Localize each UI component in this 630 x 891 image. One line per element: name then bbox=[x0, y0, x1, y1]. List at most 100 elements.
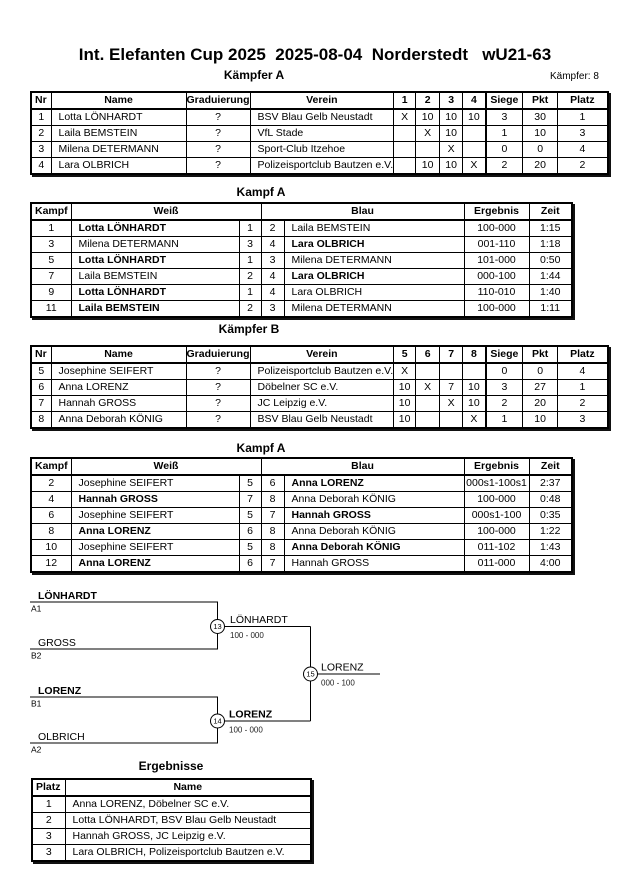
cell-verein: Polizeisportclub Bautzen e.V. bbox=[249, 362, 395, 380]
cell-weiss-name: Milena DETERMANN bbox=[70, 236, 240, 253]
cell-ergebnis: 100-000 bbox=[463, 491, 530, 508]
col-header-nr: Nr bbox=[30, 91, 52, 110]
cell-name: Josephine SEIFERT bbox=[50, 362, 187, 380]
cell-zeit: 1:15 bbox=[528, 219, 573, 237]
table-row: 8 Anna LORENZ 6 8 Anna Deborah KÖNIG 100… bbox=[30, 523, 573, 540]
bracket-winner-13: LÖNHARDT bbox=[230, 614, 288, 626]
col-header-kampf: Kampf bbox=[30, 457, 72, 476]
table-row: 3 Hannah GROSS, JC Leipzig e.V. bbox=[31, 828, 312, 845]
cell-blau-nr: 2 bbox=[260, 219, 285, 237]
bracket-winner-14: LORENZ bbox=[229, 709, 273, 721]
cell-match-1 bbox=[393, 157, 417, 175]
table-row: 5 Lotta LÖNHARDT 1 3 Milena DETERMANN 10… bbox=[30, 252, 573, 269]
col-header-weiss: Weiß bbox=[70, 202, 262, 221]
kampf-a1-table: Kampf Weiß Blau Ergebnis Zeit 1 Lotta LÖ… bbox=[30, 202, 573, 318]
cell-siege: 2 bbox=[484, 395, 524, 412]
cell-nr: 8 bbox=[30, 411, 52, 429]
cell-blau-nr: 3 bbox=[260, 252, 285, 269]
cell-weiss-nr: 5 bbox=[238, 539, 262, 556]
cell-match-4: X bbox=[462, 157, 487, 175]
cell-weiss-nr: 6 bbox=[238, 555, 262, 573]
page-title: Int. Elefanten Cup 2025 2025-08-04 Norde… bbox=[78, 45, 552, 64]
cell-match-7: 7 bbox=[439, 379, 464, 396]
cell-match-5: 10 bbox=[393, 379, 417, 396]
cell-nr: 4 bbox=[30, 157, 52, 175]
cell-weiss-nr: 1 bbox=[238, 252, 262, 269]
cell-zeit: 2:37 bbox=[528, 474, 573, 492]
match-number-circle bbox=[210, 619, 225, 634]
bracket-winner-15: LORENZ bbox=[321, 662, 364, 674]
cell-platz: 3 bbox=[31, 844, 66, 862]
cell-zeit: 0:48 bbox=[528, 491, 573, 508]
cell-match-8: 10 bbox=[462, 379, 487, 396]
cell-match-2: 10 bbox=[415, 157, 441, 175]
cell-weiss-name: Josephine SEIFERT bbox=[70, 507, 240, 524]
cell-match-1: X bbox=[393, 108, 417, 126]
cell-pkt: 0 bbox=[522, 141, 559, 158]
cell-graduierung: ? bbox=[185, 379, 251, 396]
cell-match-3: X bbox=[439, 141, 464, 158]
table-row: 2 Josephine SEIFERT 5 6 Anna LORENZ 000s… bbox=[30, 474, 573, 492]
cell-zeit: 1:22 bbox=[528, 523, 573, 540]
cell-siege: 2 bbox=[484, 157, 524, 175]
cell-platz: 2 bbox=[31, 812, 66, 829]
cell-verein: Döbelner SC e.V. bbox=[249, 379, 395, 396]
cell-platz: 2 bbox=[557, 395, 609, 412]
cell-blau-nr: 7 bbox=[260, 507, 285, 524]
table-row: 4 Hannah GROSS 7 8 Anna Deborah KÖNIG 10… bbox=[30, 491, 573, 508]
cell-name: Milena DETERMANN bbox=[50, 141, 187, 158]
cell-weiss-nr: 5 bbox=[238, 474, 262, 492]
finals-bracket: LÖNHARDT A1 GROSS B2 LORENZ B1 OLBRICH A… bbox=[30, 589, 380, 755]
cell-blau-name: Hannah GROSS bbox=[283, 555, 465, 573]
cell-blau-nr: 7 bbox=[260, 555, 285, 573]
cell-weiss-name: Lotta LÖNHARDT bbox=[70, 219, 240, 237]
cell-pkt: 0 bbox=[522, 362, 559, 380]
cell-ergebnis: 000-100 bbox=[463, 268, 530, 285]
match-number-circle bbox=[210, 713, 225, 729]
bracket-seed-semi2-top: B1 bbox=[31, 699, 42, 709]
col-header-5: 5 bbox=[393, 345, 417, 364]
cell-weiss-name: Hannah GROSS bbox=[70, 491, 240, 508]
cell-graduierung: ? bbox=[185, 362, 251, 380]
cell-weiss-nr: 6 bbox=[238, 523, 262, 540]
cell-verein: Sport-Club Itzehoe bbox=[249, 141, 395, 158]
cell-name: Laila BEMSTEIN bbox=[50, 125, 187, 142]
cell-match-1 bbox=[393, 125, 417, 142]
col-header-pkt: Pkt bbox=[522, 345, 559, 364]
cell-match-7: X bbox=[439, 395, 464, 412]
cell-blau-name: Anna Deborah KÖNIG bbox=[283, 491, 465, 508]
cell-verein: JC Leipzig e.V. bbox=[249, 395, 395, 412]
cell-weiss-nr: 2 bbox=[238, 300, 262, 318]
col-header-ergebnis: Ergebnis bbox=[463, 457, 530, 476]
match-number-circle bbox=[303, 666, 318, 682]
cell-siege: 3 bbox=[484, 108, 524, 126]
cell-zeit: 4:00 bbox=[528, 555, 573, 573]
cell-weiss-name: Josephine SEIFERT bbox=[70, 539, 240, 556]
cell-graduierung: ? bbox=[185, 395, 251, 412]
cell-name: Lotta LÖNHARDT bbox=[50, 108, 187, 126]
cell-zeit: 1:44 bbox=[528, 268, 573, 285]
col-header-zeit: Zeit bbox=[528, 457, 573, 476]
cell-kampf-nr: 5 bbox=[30, 252, 72, 269]
cell-pkt: 10 bbox=[522, 411, 559, 429]
col-header-platz: Platz bbox=[557, 91, 609, 110]
cell-name: Anna LORENZ, Döbelner SC e.V. bbox=[64, 795, 312, 813]
match-score-14: 100 - 000 bbox=[229, 726, 263, 735]
bracket-name-semi2-bottom: OLBRICH bbox=[38, 731, 85, 743]
section-title-ergebnisse: Ergebnisse bbox=[138, 759, 204, 773]
table-row: 3 Milena DETERMANN 3 4 Lara OLBRICH 001-… bbox=[30, 236, 573, 253]
cell-siege: 3 bbox=[484, 379, 524, 396]
table-row: 2 Laila BEMSTEIN ? VfL Stade X 10 1 10 3 bbox=[30, 125, 609, 142]
cell-blau-name: Lara OLBRICH bbox=[283, 268, 465, 285]
col-header-7: 7 bbox=[439, 345, 464, 364]
cell-weiss-name: Laila BEMSTEIN bbox=[70, 300, 240, 318]
cell-match-1 bbox=[393, 141, 417, 158]
match-number: 13 bbox=[213, 622, 221, 631]
cell-ergebnis: 011-102 bbox=[463, 539, 530, 556]
col-header-siege: Siege bbox=[484, 345, 524, 364]
table-row: 3 Lara OLBRICH, Polizeisportclub Bautzen… bbox=[31, 844, 312, 862]
cell-kampf-nr: 12 bbox=[30, 555, 72, 573]
cell-nr: 2 bbox=[30, 125, 52, 142]
cell-match-4 bbox=[462, 125, 487, 142]
table-row: 2 Lotta LÖNHARDT, BSV Blau Gelb Neustadt bbox=[31, 812, 312, 829]
